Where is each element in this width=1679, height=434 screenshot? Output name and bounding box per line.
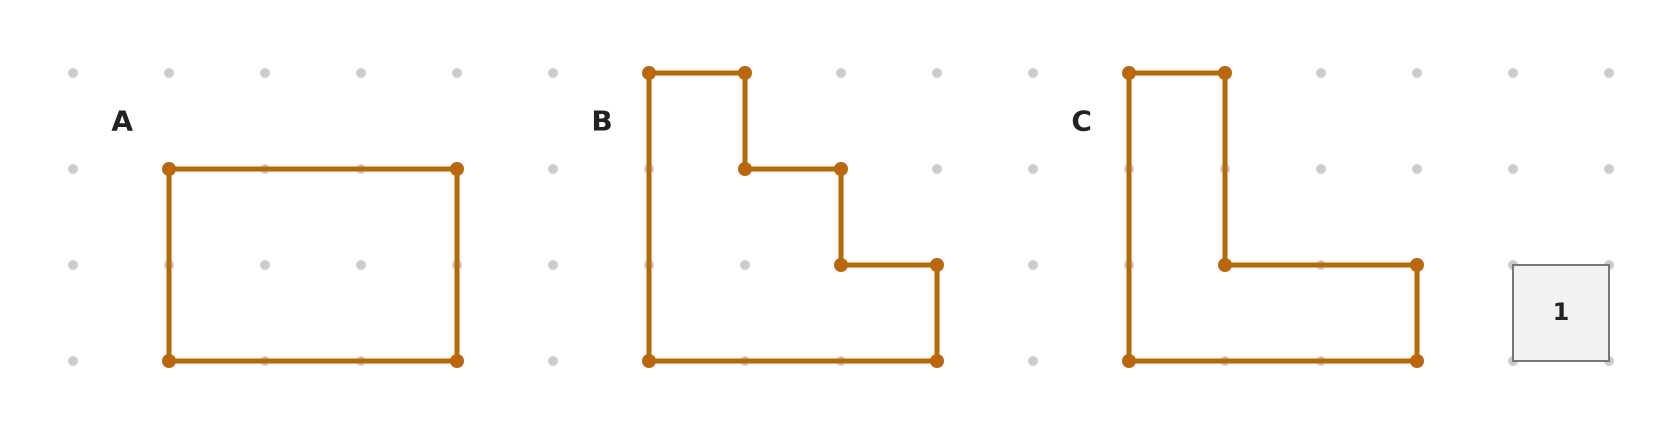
grid-dot <box>548 260 558 270</box>
grid-dot <box>68 68 78 78</box>
shape-a-vertex <box>450 162 464 176</box>
grid-dot <box>452 68 462 78</box>
shape-b-vertex <box>930 258 944 272</box>
grid-dot <box>548 356 558 366</box>
grid-dot <box>1508 68 1518 78</box>
shape-c-vertex <box>1122 66 1136 80</box>
grid-dot <box>1316 68 1326 78</box>
shape-b-vertex <box>834 162 848 176</box>
grid-dot <box>1316 164 1326 174</box>
shape-c-vertex <box>1410 258 1424 272</box>
grid-dot <box>1028 164 1038 174</box>
shape-c-vertex <box>1122 354 1136 368</box>
grid-dot <box>260 68 270 78</box>
grid-dot <box>68 356 78 366</box>
shape-label-b: B <box>591 105 612 138</box>
unit-square-label: 1 <box>1553 298 1570 326</box>
grid-dot <box>1604 164 1614 174</box>
grid-dot <box>740 260 750 270</box>
shape-c-vertex <box>1410 354 1424 368</box>
grid-dot <box>548 68 558 78</box>
shape-a-vertex <box>162 162 176 176</box>
shape-a-outline <box>166 166 460 364</box>
shape-b-vertex <box>738 162 752 176</box>
grid-dot <box>1508 164 1518 174</box>
shape-b-vertex <box>738 66 752 80</box>
grid-dot <box>260 260 270 270</box>
grid-dot <box>1028 68 1038 78</box>
shape-label-c: C <box>1071 105 1092 138</box>
grid-dot <box>1028 260 1038 270</box>
shape-a-vertex <box>162 354 176 368</box>
grid-dot <box>1604 68 1614 78</box>
shape-b-vertex <box>930 354 944 368</box>
grid-dot <box>68 164 78 174</box>
shape-b-vertex <box>834 258 848 272</box>
shape-label-a: A <box>111 105 133 138</box>
grid-dot <box>1412 164 1422 174</box>
shape-a-vertex <box>450 354 464 368</box>
grid-dot <box>836 68 846 78</box>
shape-b-vertex <box>642 354 656 368</box>
shape-c <box>1122 66 1424 368</box>
grid-dot <box>932 68 942 78</box>
shape-c-vertex <box>1218 258 1232 272</box>
shape-a <box>162 162 464 368</box>
grid-dot <box>356 260 366 270</box>
shape-c-outline <box>1126 70 1420 364</box>
grid-dot <box>548 164 558 174</box>
shape-b-vertex <box>642 66 656 80</box>
grid-dot <box>1028 356 1038 366</box>
grid-dot <box>164 68 174 78</box>
shapes-layer <box>162 66 1424 368</box>
grid-dot <box>356 68 366 78</box>
shape-b <box>642 66 944 368</box>
grid-dot <box>1412 68 1422 78</box>
grid-dot <box>68 260 78 270</box>
unit-square-legend: 1 <box>1512 264 1610 362</box>
unit-square <box>1512 264 1610 362</box>
grid-dot <box>932 164 942 174</box>
shape-c-vertex <box>1218 66 1232 80</box>
shape-labels: A B C <box>111 105 1092 138</box>
shape-b-outline <box>646 70 940 364</box>
